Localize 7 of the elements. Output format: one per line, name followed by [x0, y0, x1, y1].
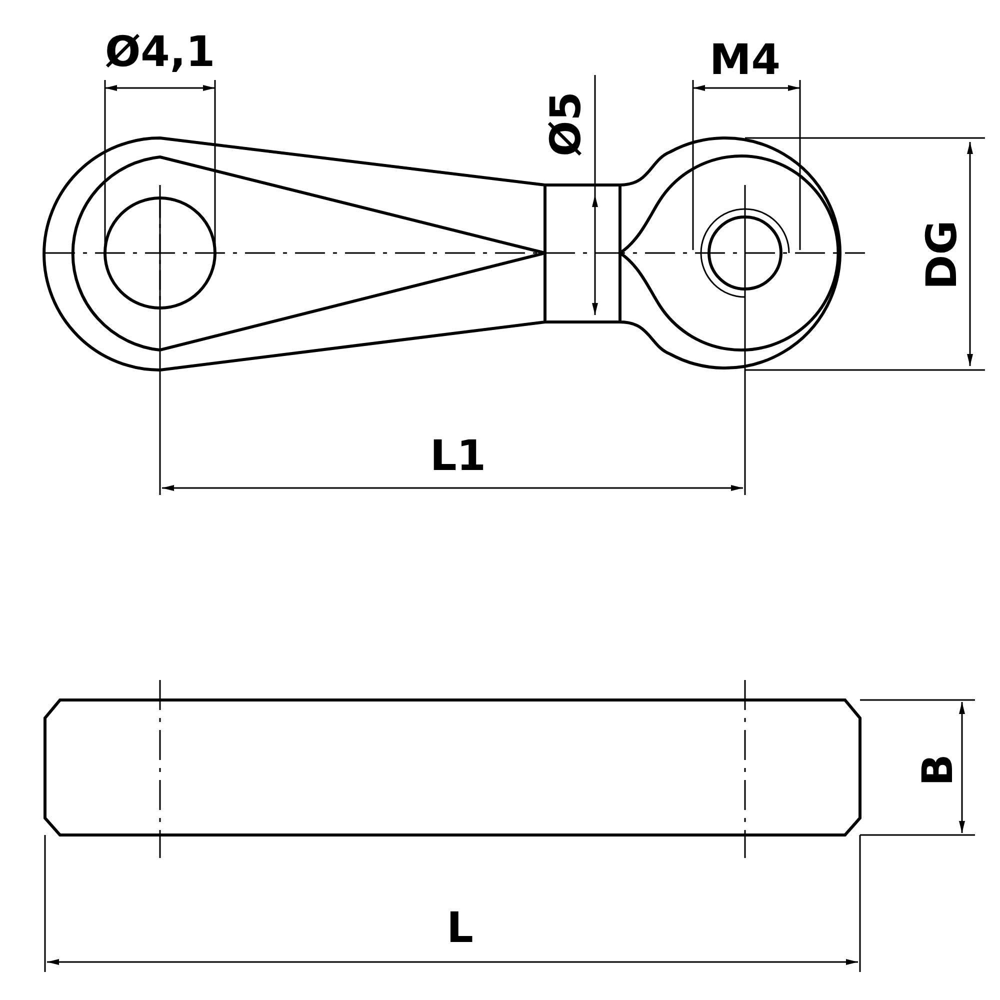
dimension-label: Ø5 — [545, 92, 587, 156]
dimension-label: M4 — [709, 39, 781, 81]
dimension-label: DG — [921, 220, 963, 290]
dimension-label: B — [917, 754, 959, 786]
dimension-label: Ø4,1 — [104, 31, 216, 73]
dimension-label: L — [446, 907, 474, 949]
dimension-label: L1 — [430, 435, 486, 477]
